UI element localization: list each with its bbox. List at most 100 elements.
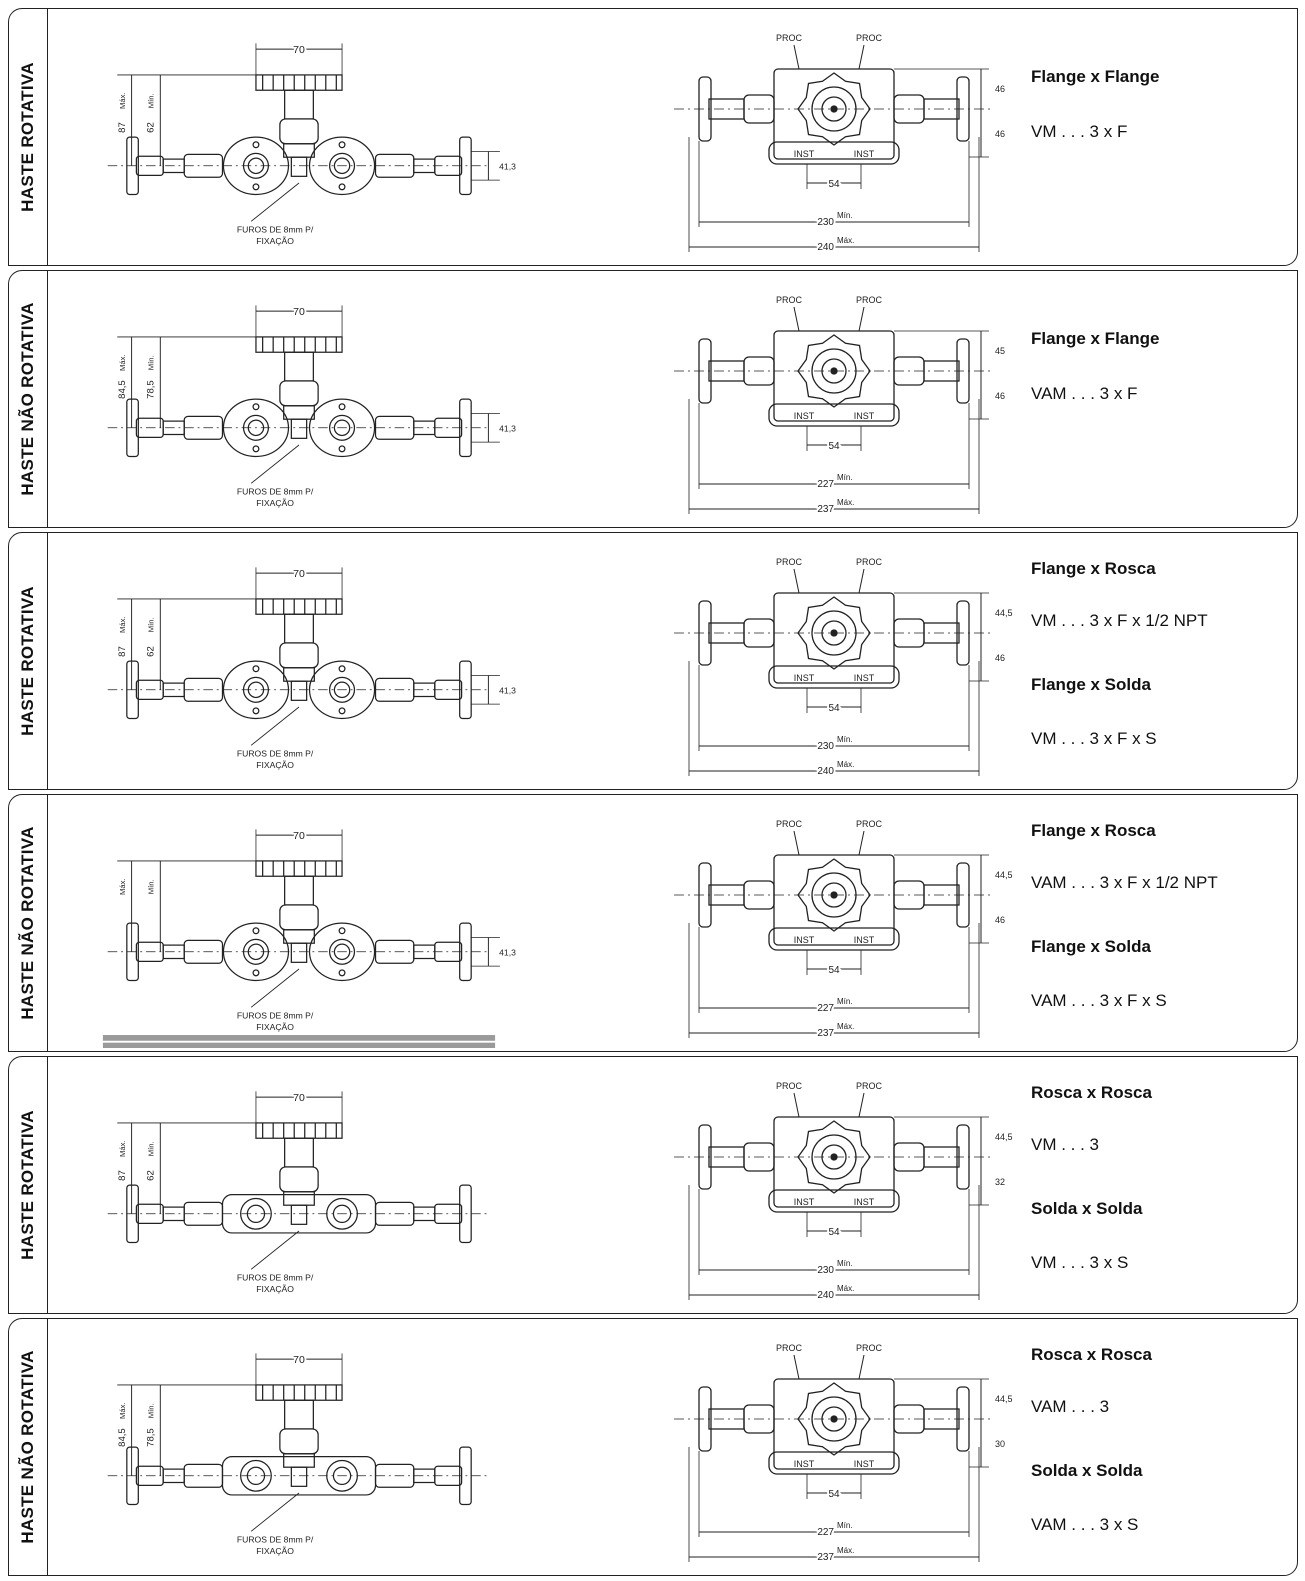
dim-height-min-label: 62 [146,1170,157,1181]
stem-shape [284,89,314,120]
dim-height-max-unit: Máx. [118,354,127,371]
dim-overall-max-label: 240 [817,1290,834,1301]
bonnet-shape [279,380,319,407]
dim-center-label: 54 [828,1227,840,1238]
dim-height-max-unit: Máx. [118,1402,127,1419]
connection-type-title: Flange x Rosca [1031,821,1156,840]
connection-type-title: Flange x Flange [1031,329,1160,348]
dim-overall-max-unit: Máx. [837,1022,854,1031]
proc-right-label: PROC [856,1343,883,1353]
dim-height-max-unit: Máx. [118,92,127,109]
inst-right-label: INST [854,1459,875,1469]
dim-center-label: 54 [828,441,840,452]
right-flange-shape [308,398,376,458]
dim-overall-min-label: 230 [817,741,834,752]
proc-left-label: PROC [776,1343,803,1353]
inst-left-label: INST [794,1459,815,1469]
dim-top-width-label: 70 [293,1354,305,1366]
stem-shape [284,875,314,906]
holes-note-line2: FIXAÇÃO [256,1546,294,1556]
holes-note-line1: FUROS DE 8mm P/ [237,1273,314,1283]
dim-overall-min-label: 227 [817,1003,834,1014]
handwheel-shape [255,598,343,615]
holes-note-line1: FUROS DE 8mm P/ [237,225,314,235]
handwheel-shape [255,860,343,877]
dim-right-lower-label: 32 [995,1177,1005,1187]
dim-overall-min-unit: Mín. [837,1259,853,1268]
holes-note-line1: FUROS DE 8mm P/ [237,1535,314,1545]
dim-right-lower-label: 46 [995,653,1005,663]
proc-right-label: PROC [856,33,883,43]
dim-height-min-unit: Mín. [147,355,156,370]
dim-height-max-unit: Máx. [118,878,127,895]
packing-nut-shape [283,1191,315,1206]
packing-nut-shape [283,143,315,158]
holes-note-line1: FUROS DE 8mm P/ [237,749,314,759]
dim-top-width-label: 70 [293,568,305,580]
dim-height-min-unit: Mín. [147,93,156,108]
top-view-drawing [674,44,994,252]
dim-overall-max-unit: Máx. [837,236,854,245]
dim-height-max-label: 87 [117,122,128,133]
front-view-drawing [107,567,500,746]
connection-type-title: Rosca x Rosca [1031,1083,1152,1102]
holes-note-line2: FIXAÇÃO [256,1284,294,1294]
dim-overall-min-unit: Mín. [837,473,853,482]
scan-artifact-bar [102,1035,496,1041]
top-view-drawing [674,568,994,776]
right-flange-shape [308,136,376,196]
inst-left-label: INST [794,411,815,421]
dim-flange-label: 41,3 [499,948,516,958]
holes-note-line2: FIXAÇÃO [256,236,294,246]
dim-right-upper-label: 44,5 [995,1132,1013,1142]
stem-type-label: HASTE NÃO ROTATIVA [18,1350,37,1544]
model-code: VM . . . 3 [1031,1135,1100,1154]
dim-center-label: 54 [828,179,840,190]
dim-center-label: 54 [828,965,840,976]
proc-right-label: PROC [856,819,883,829]
bonnet-shape [279,1166,319,1193]
row-side-cell: HASTE ROTATIVA [9,9,48,265]
packing-nut-shape [283,667,315,682]
dim-overall-max-label: 240 [817,242,834,253]
dim-overall-max-unit: Máx. [837,1284,854,1293]
dim-height-min-unit: Mín. [147,879,156,894]
front-view-drawing [107,829,500,1008]
model-code: VM . . . 3 x S [1031,1253,1129,1272]
model-code: VM . . . 3 x F [1031,122,1128,141]
dim-height-min-unit: Mín. [147,1403,156,1418]
bonnet-shape [279,904,319,931]
stem-type-label: HASTE NÃO ROTATIVA [18,826,37,1020]
connection-type-title: Solda x Solda [1031,1199,1143,1218]
inst-right-label: INST [854,411,875,421]
dim-height-max-label: 87 [117,646,128,657]
dim-overall-min-unit: Mín. [837,1521,853,1530]
dim-overall-min-label: 227 [817,479,834,490]
stem-type-label: HASTE NÃO ROTATIVA [18,302,37,496]
model-code: VAM . . . 3 x F x S [1031,991,1167,1010]
connection-type-title: Flange x Flange [1031,67,1160,86]
inst-right-label: INST [854,935,875,945]
dim-right-upper-label: 46 [995,84,1005,94]
front-view-drawing [107,43,500,222]
dim-overall-min-label: 230 [817,1265,834,1276]
dim-height-min-label: 62 [146,122,157,133]
inst-left-label: INST [794,149,815,159]
dim-overall-max-label: 237 [817,1552,834,1563]
row-side-cell: HASTE NÃO ROTATIVA [9,271,48,527]
dim-overall-max-label: 240 [817,766,834,777]
dim-top-width-label: 70 [293,830,305,842]
stem-type-label: HASTE ROTATIVA [18,586,37,736]
bonnet-shape [279,1428,319,1455]
